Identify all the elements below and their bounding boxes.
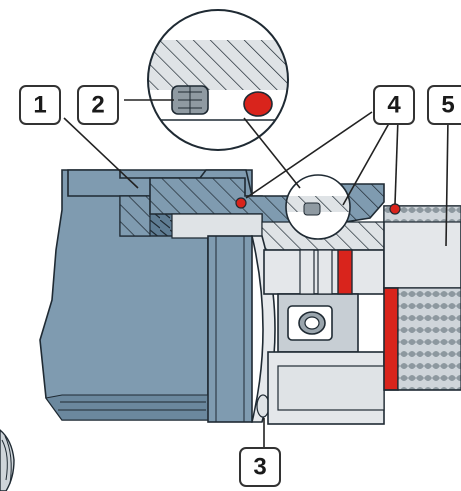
callout-1-label: 1 xyxy=(33,92,46,119)
callout-2: 2 xyxy=(77,85,119,125)
hex-nut xyxy=(207,235,276,423)
zoom-detail-circle xyxy=(147,9,289,151)
callout-2-label: 2 xyxy=(91,92,104,119)
callout-4: 4 xyxy=(373,85,415,125)
leader-lines xyxy=(63,99,449,448)
hose-coil-fragment xyxy=(0,429,15,491)
seal-dot-right xyxy=(389,203,401,215)
detail-circle-small xyxy=(285,174,351,240)
threaded-male-end xyxy=(383,205,461,391)
callout-1: 1 xyxy=(19,85,61,125)
callout-5-label: 5 xyxy=(441,92,454,119)
callout-3: 3 xyxy=(239,447,281,487)
seal-dot-left xyxy=(235,197,247,209)
callout-5: 5 xyxy=(427,85,461,125)
vertical-o-ring xyxy=(299,249,353,295)
callout-3-label: 3 xyxy=(253,454,266,481)
callout-4-label: 4 xyxy=(387,92,401,119)
